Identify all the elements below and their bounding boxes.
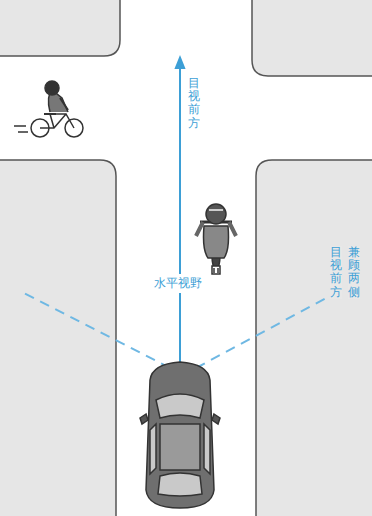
view-label: 水平视野: [152, 274, 204, 293]
sidewalk-block: [252, 0, 372, 76]
bicycle-rider: [14, 81, 83, 137]
motorcycle-rider: [196, 204, 236, 274]
sidewalk-block: [0, 160, 116, 516]
sidewalk-block: [256, 160, 372, 516]
view-line: [22, 292, 170, 368]
view-line: [196, 296, 330, 368]
direction-label: 兼顾两侧: [348, 246, 360, 299]
direction-label: 目视前方: [186, 76, 202, 131]
car: [140, 362, 220, 508]
forward-arrow: [179, 62, 181, 368]
sidewalk-block: [0, 0, 120, 56]
direction-label: 目视前方: [330, 246, 342, 299]
